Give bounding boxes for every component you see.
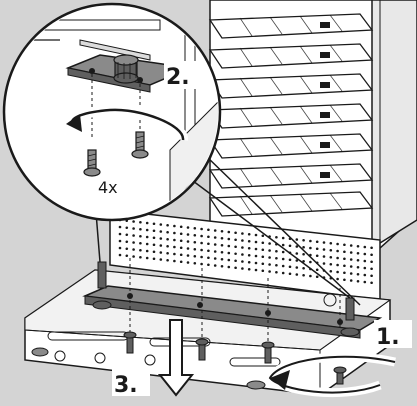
magnifier-callout: [2, 2, 222, 222]
cabinet: [208, 0, 417, 250]
step-1-arrow-icon: [264, 352, 396, 398]
bracket-bar: [82, 261, 383, 339]
step-1-label: 1.: [376, 325, 400, 350]
step-labels: 2. 1. 3. 4x: [98, 61, 412, 398]
quantity-label: 4x: [98, 178, 118, 197]
step-3-arrow-icon: [157, 319, 195, 397]
step-3-label: 3.: [114, 373, 138, 398]
ventilation-grille: [109, 209, 381, 301]
screw-icon: [123, 331, 347, 385]
step-2-label: 2.: [166, 65, 190, 90]
